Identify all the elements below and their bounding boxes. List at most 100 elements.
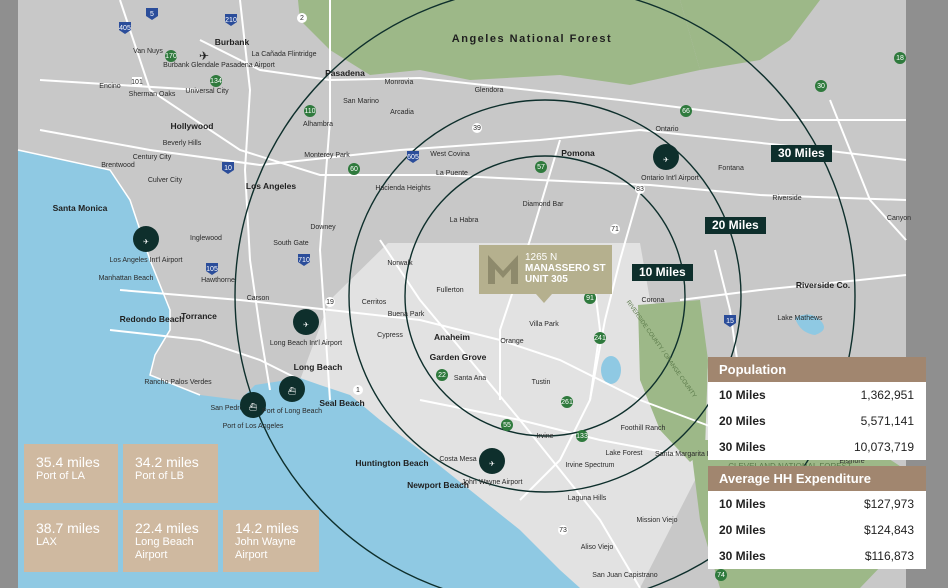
road-network — [39, 0, 907, 588]
distance-card-port-lb: 34.2 miles Port of LB — [123, 444, 218, 503]
city-label: Culver City — [148, 177, 183, 184]
interstate-shield: 605 — [407, 151, 419, 163]
ship-icon — [240, 392, 266, 418]
city-label: Diamond Bar — [523, 201, 565, 208]
city-label: Fullerton — [436, 287, 463, 294]
city-label: Sherman Oaks — [129, 91, 176, 98]
city-label: Universal City — [185, 88, 229, 95]
svg-text:✈: ✈ — [303, 322, 309, 329]
state-route-shield: 261 — [561, 396, 573, 408]
city-label: South Gate — [273, 240, 309, 247]
row-value: $124,843 — [863, 523, 914, 537]
city-label: Lake Forest — [606, 450, 643, 457]
property-address-line1: 1265 N — [525, 252, 558, 263]
svg-text:261: 261 — [561, 399, 573, 406]
lake-irvine — [601, 356, 621, 384]
interstate-shield: 10 — [222, 162, 234, 174]
lax-marker: ✈ Los Angeles Int'l Airport — [110, 226, 183, 264]
forest-label: Angeles National Forest — [452, 33, 612, 45]
row-label: 30 Miles — [719, 549, 766, 563]
svg-text:66: 66 — [682, 108, 690, 115]
distance-place: Long Beach Airport — [135, 536, 194, 561]
plane-icon — [479, 448, 505, 474]
property-pin — [536, 294, 552, 303]
state-route-shield: 55 — [501, 419, 513, 431]
svg-text:73: 73 — [559, 527, 567, 534]
city-label: Alhambra — [303, 121, 333, 128]
svg-text:110: 110 — [304, 108, 315, 115]
expenditure-row: 30 Miles $116,873 — [708, 543, 926, 569]
row-value: 5,571,141 — [860, 414, 914, 428]
city-label: Fontana — [718, 165, 744, 172]
state-route-shield: 134 — [210, 75, 222, 87]
ring-10-miles — [404, 155, 686, 437]
port-label: Port of Long Beach — [262, 408, 322, 415]
city-label: Riverside Co. — [796, 280, 850, 290]
distance-value: 34.2 miles — [135, 454, 199, 470]
expenditure-row: 10 Miles $127,973 — [708, 491, 926, 517]
population-row: 10 Miles 1,362,951 — [708, 382, 926, 408]
row-value: $116,873 — [864, 549, 914, 563]
distance-place: LAX — [36, 536, 57, 548]
orange-county-area — [300, 243, 720, 588]
city-label: Anaheim — [434, 332, 470, 342]
city-label: La Puente — [436, 170, 468, 177]
city-label: Costa Mesa — [439, 456, 476, 463]
distance-place: John Wayne Airport — [235, 536, 296, 561]
city-label: Redondo Beach — [120, 314, 185, 324]
row-label: 10 Miles — [719, 497, 766, 511]
lake-mathews — [795, 314, 824, 335]
airport-label: Los Angeles Int'l Airport — [110, 257, 183, 264]
property-badge[interactable]: 1265 N MANASSERO ST UNIT 305 — [479, 245, 612, 294]
city-label: San Juan Capistrano — [592, 572, 657, 579]
state-route-shield: 71 — [610, 224, 620, 234]
burbank-airport-marker: ✈ Burbank Glendale Pasadena Airport — [163, 49, 275, 69]
long-beach-airport-marker: ✈ Long Beach Int'l Airport — [270, 309, 342, 347]
major-city-labels: Burbank Pasadena Hollywood Los Angeles S… — [53, 37, 851, 490]
city-label: Glendora — [475, 87, 504, 94]
city-label: Irvine — [536, 433, 553, 440]
city-label: Long Beach — [294, 362, 343, 372]
population-title: Population — [708, 357, 926, 382]
city-label: Buena Park — [388, 311, 425, 318]
svg-text:83: 83 — [636, 186, 644, 193]
city-label: Newport Beach — [407, 480, 469, 490]
city-label: Ontario — [656, 126, 679, 133]
city-label: La Cañada Flintridge — [252, 51, 317, 58]
svg-text:57: 57 — [537, 164, 545, 171]
city-label: Arcadia — [390, 109, 414, 116]
city-label: Los Angeles — [246, 181, 296, 191]
city-label: Aliso Viejo — [581, 544, 614, 551]
city-label: West Covina — [430, 151, 470, 158]
city-label: Norwalk — [387, 260, 413, 267]
svg-text:39: 39 — [473, 125, 481, 132]
city-label: Canyon — [887, 215, 911, 222]
interstate-shield: 105 — [206, 263, 218, 275]
row-value: 1,362,951 — [860, 388, 914, 402]
city-label: Foothill Ranch — [621, 425, 666, 432]
distance-card-port-la: 35.4 miles Port of LA — [24, 444, 118, 503]
distance-value: 22.4 miles — [135, 520, 199, 536]
city-label: Inglewood — [190, 235, 222, 242]
population-row: 20 Miles 5,571,141 — [708, 408, 926, 434]
svg-text:⛴: ⛴ — [249, 403, 258, 411]
svg-text:134: 134 — [210, 78, 222, 85]
ring-30-miles — [234, 0, 856, 588]
row-label: 20 Miles — [719, 523, 766, 537]
city-label: Huntington Beach — [355, 458, 428, 468]
airport-label: Ontario Int'l Airport — [641, 175, 699, 182]
city-label: Monterey Park — [304, 152, 350, 159]
forest-area-east — [680, 0, 820, 70]
svg-text:241: 241 — [594, 335, 606, 342]
us-route-shield: 101 — [131, 77, 143, 86]
city-label: Santa Margarita Rancho — [655, 451, 731, 458]
state-route-shield: 73 — [558, 525, 568, 535]
svg-text:18: 18 — [896, 55, 904, 62]
distance-value: 14.2 miles — [235, 520, 299, 536]
city-label: Lake Mathews — [777, 315, 823, 322]
port-of-la-marker: ⛴ Port of Los Angeles — [223, 392, 284, 430]
row-label: 20 Miles — [719, 414, 766, 428]
city-label: Manhattan Beach — [99, 275, 154, 282]
state-route-shield: 66 — [680, 105, 692, 117]
svg-text:22: 22 — [438, 372, 446, 379]
